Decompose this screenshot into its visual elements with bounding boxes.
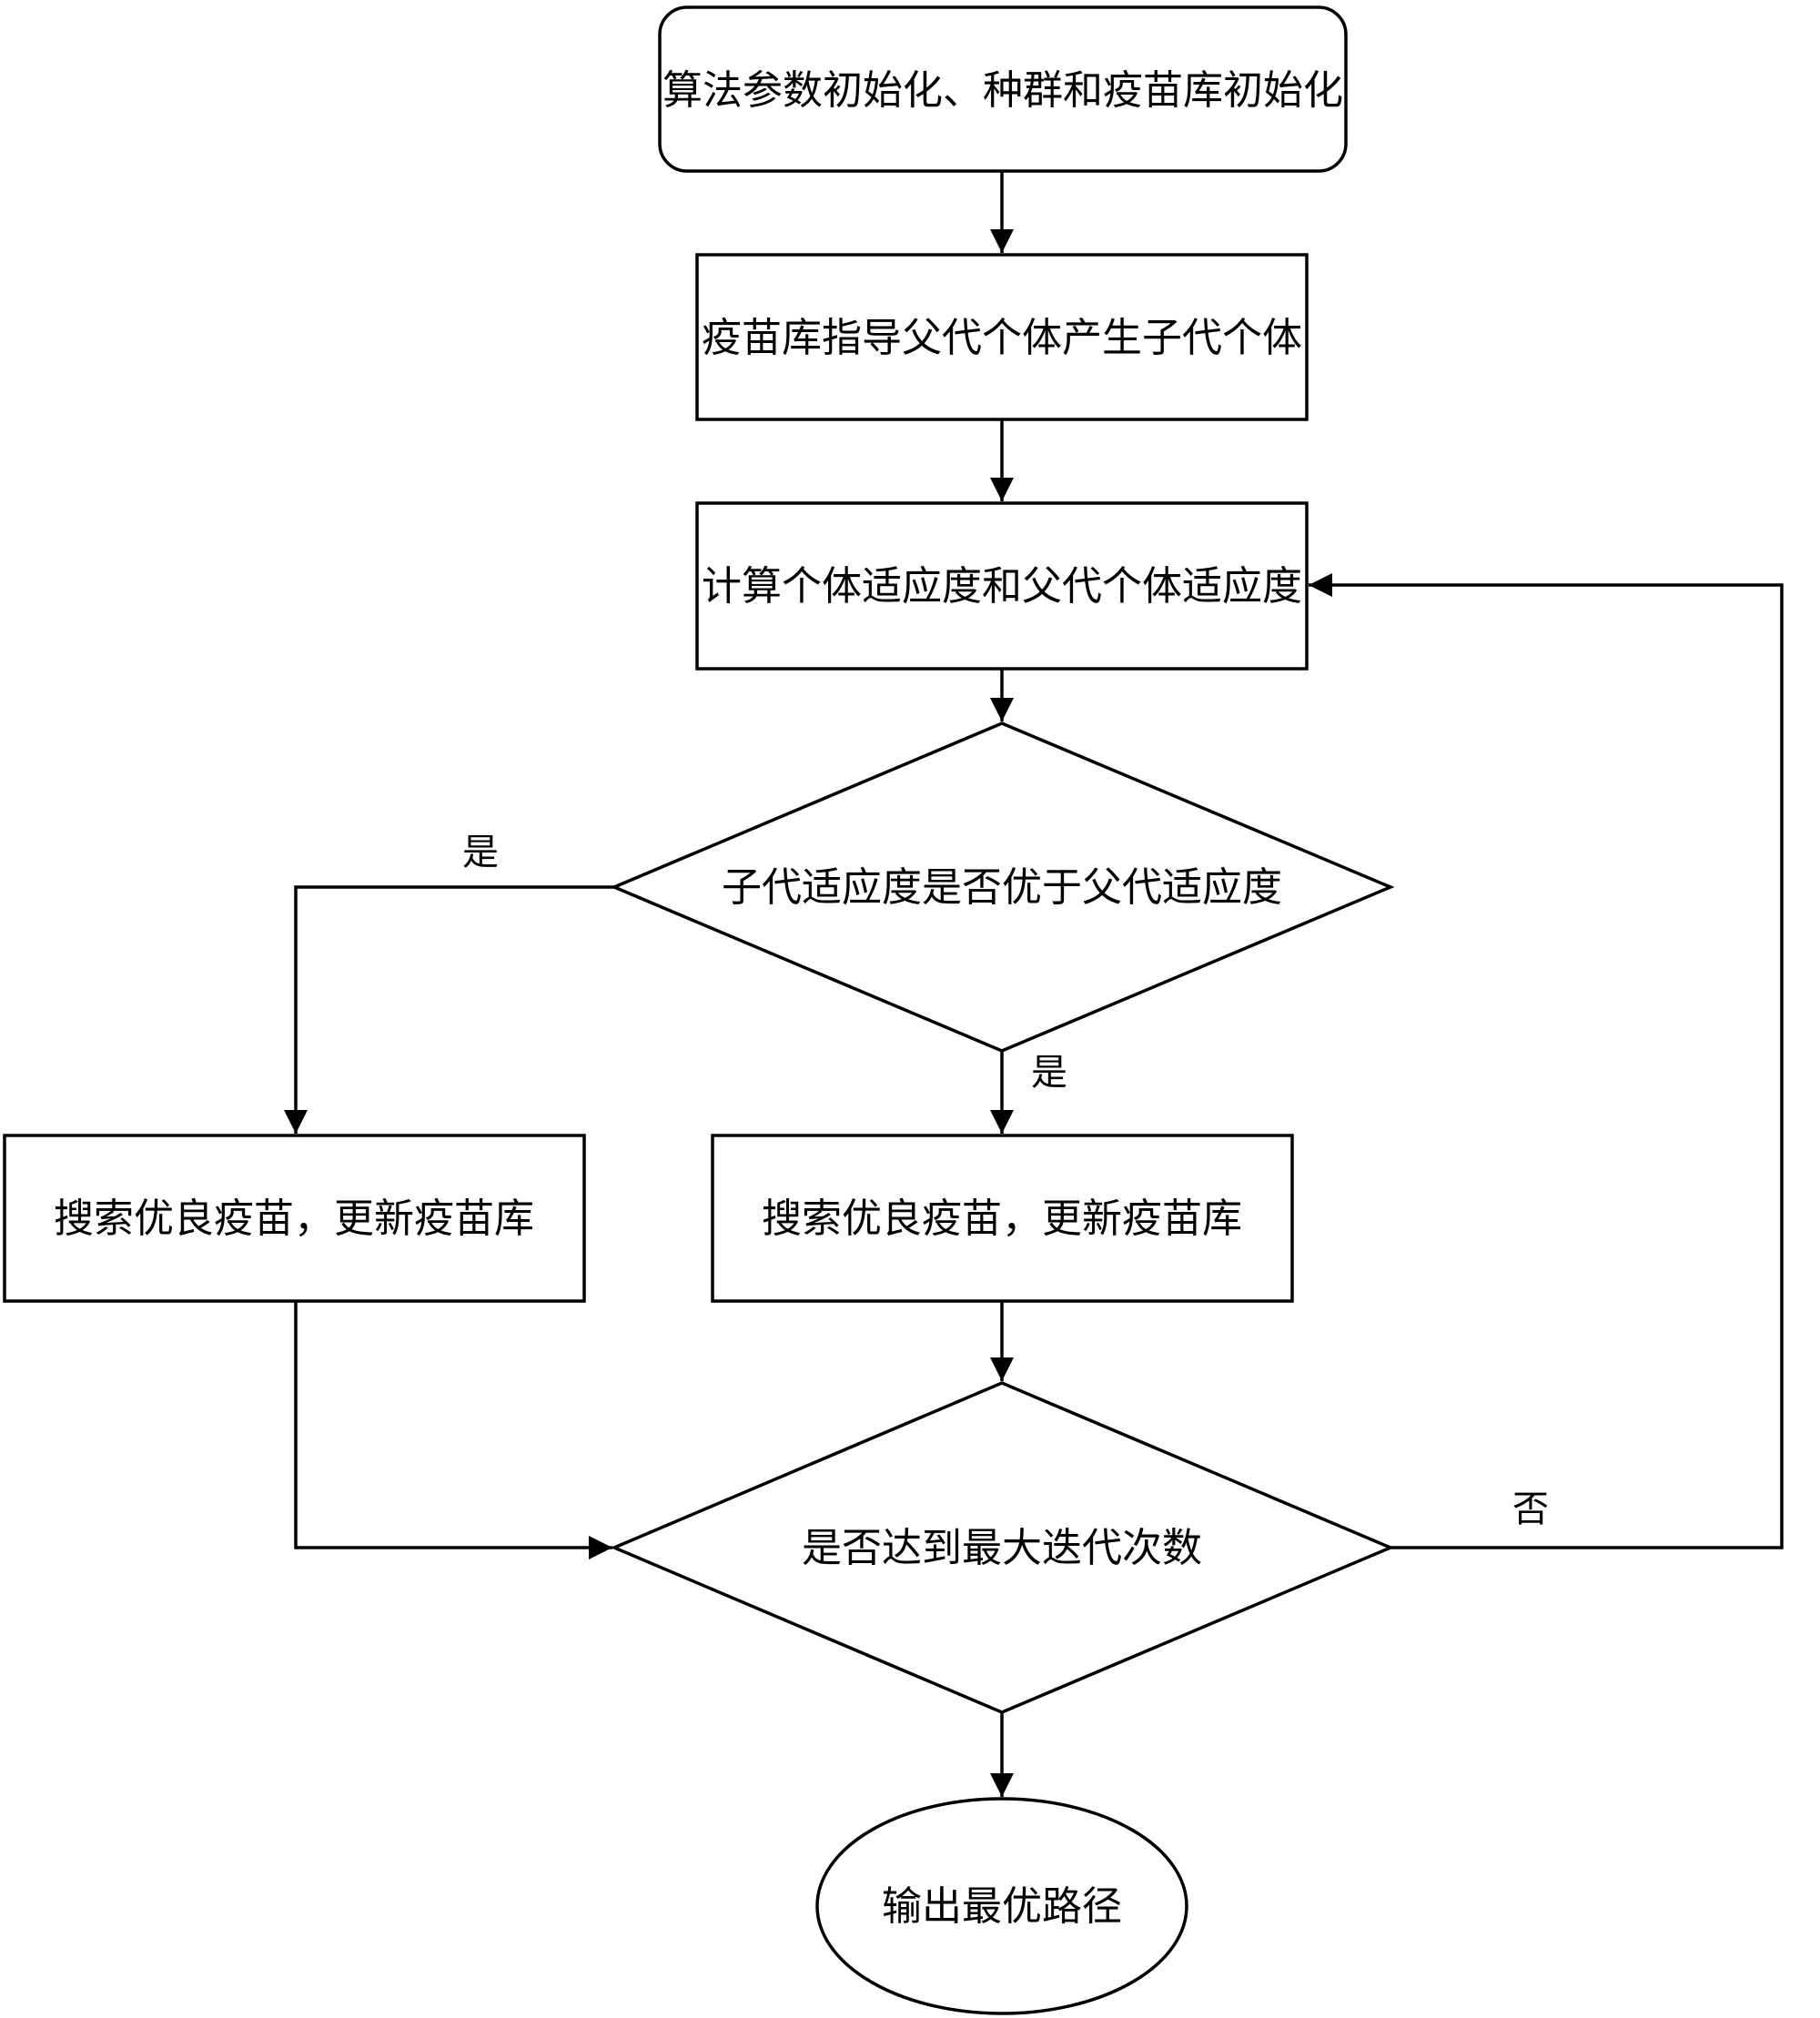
update-left-node-label: 搜索优良疫苗，更新疫苗库 bbox=[54, 1196, 534, 1242]
max-iter-decision-label: 是否达到最大迭代次数 bbox=[802, 1525, 1202, 1571]
edge-label-max-iter-no: 否 bbox=[1512, 1488, 1549, 1530]
output-node-label: 输出最优路径 bbox=[882, 1883, 1122, 1930]
init-node-label: 算法参数初始化、种群和疫苗库初始化 bbox=[662, 67, 1343, 114]
compute-node bbox=[695, 501, 1309, 671]
edge-update-left-to-max-iter bbox=[294, 1301, 612, 1559]
compare-decision-label: 子代适应度是否优于父代适应度 bbox=[722, 864, 1282, 911]
update-left-node bbox=[3, 1134, 586, 1303]
edge-compare-to-update-left bbox=[284, 885, 614, 1134]
compute-node-label: 计算个体适应度和父代个体适应度 bbox=[702, 563, 1302, 610]
update-right-node-label: 搜索优良疫苗，更新疫苗库 bbox=[762, 1196, 1242, 1242]
output-node bbox=[815, 1797, 1188, 2015]
guide-node bbox=[695, 253, 1309, 421]
edge-max-iter-loop-to-compute bbox=[1309, 573, 1784, 1549]
edge-label-compare-left-yes: 是 bbox=[462, 832, 499, 873]
guide-node-label: 疫苗库指导父代个体产生子代个体 bbox=[702, 315, 1302, 361]
update-right-node bbox=[711, 1134, 1294, 1303]
edge-label-compare-down-yes: 是 bbox=[1031, 1052, 1067, 1094]
